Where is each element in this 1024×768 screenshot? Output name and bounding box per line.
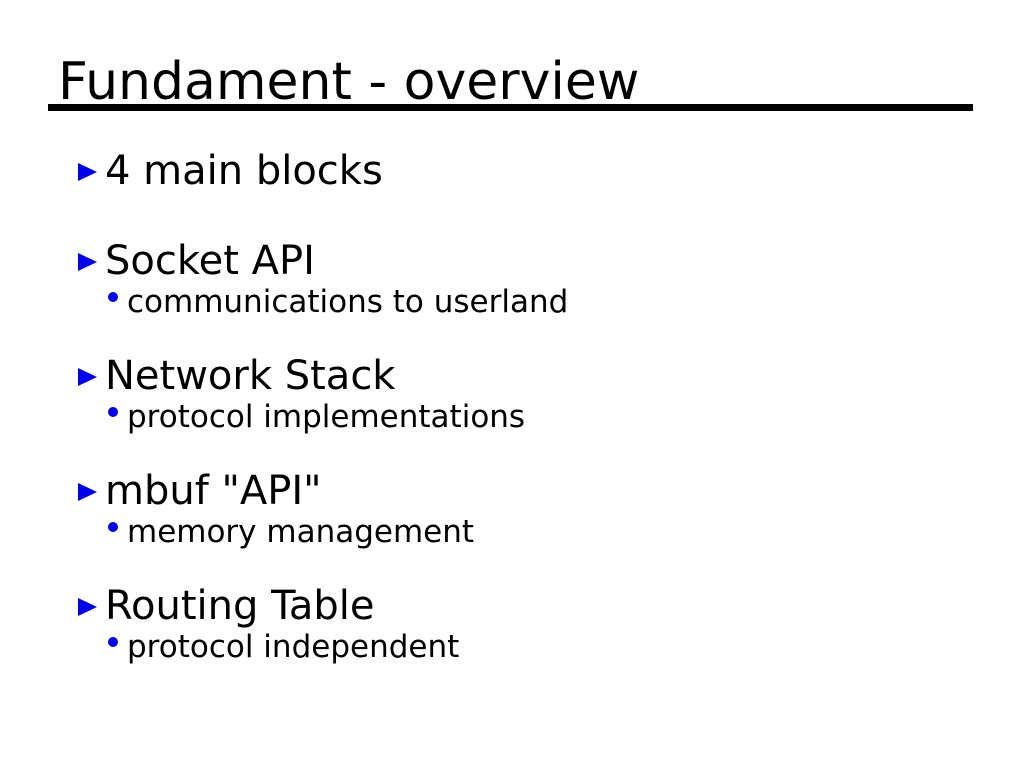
- sub-bullet-item-label: protocol implementations: [127, 399, 526, 435]
- sub-bullet-item-label: protocol independent: [127, 629, 460, 665]
- triangle-bullet-icon: [78, 253, 97, 271]
- dot-bullet-icon: [108, 292, 118, 302]
- sub-bullet-item: protocol implementations: [108, 402, 525, 433]
- sub-bullet-item-label: memory management: [127, 514, 475, 550]
- sub-bullet-item-label: communications to userland: [127, 284, 569, 320]
- triangle-bullet-icon: [78, 163, 97, 181]
- bullet-item: Network Stack: [78, 356, 395, 396]
- dot-bullet-icon: [108, 637, 118, 647]
- title-underline-rule: [48, 104, 973, 111]
- bullet-item-label: 4 main blocks: [105, 148, 383, 194]
- bullet-item-label: Routing Table: [105, 583, 375, 629]
- bullet-item-label: Network Stack: [105, 353, 396, 399]
- bullet-item: mbuf "API": [78, 471, 322, 511]
- sub-bullet-item: protocol independent: [108, 632, 459, 663]
- sub-bullet-item: memory management: [108, 517, 474, 548]
- slide-title: Fundament - overview: [58, 52, 640, 112]
- bullet-item: Socket API: [78, 241, 315, 281]
- triangle-bullet-icon: [78, 483, 97, 501]
- bullet-item-label: mbuf "API": [105, 468, 322, 514]
- dot-bullet-icon: [108, 522, 118, 532]
- sub-bullet-item: communications to userland: [108, 287, 568, 318]
- bullet-item-label: Socket API: [105, 238, 315, 284]
- bullet-item: Routing Table: [78, 586, 375, 626]
- bullet-item: 4 main blocks: [78, 151, 383, 191]
- triangle-bullet-icon: [78, 368, 97, 386]
- triangle-bullet-icon: [78, 598, 97, 616]
- dot-bullet-icon: [108, 407, 118, 417]
